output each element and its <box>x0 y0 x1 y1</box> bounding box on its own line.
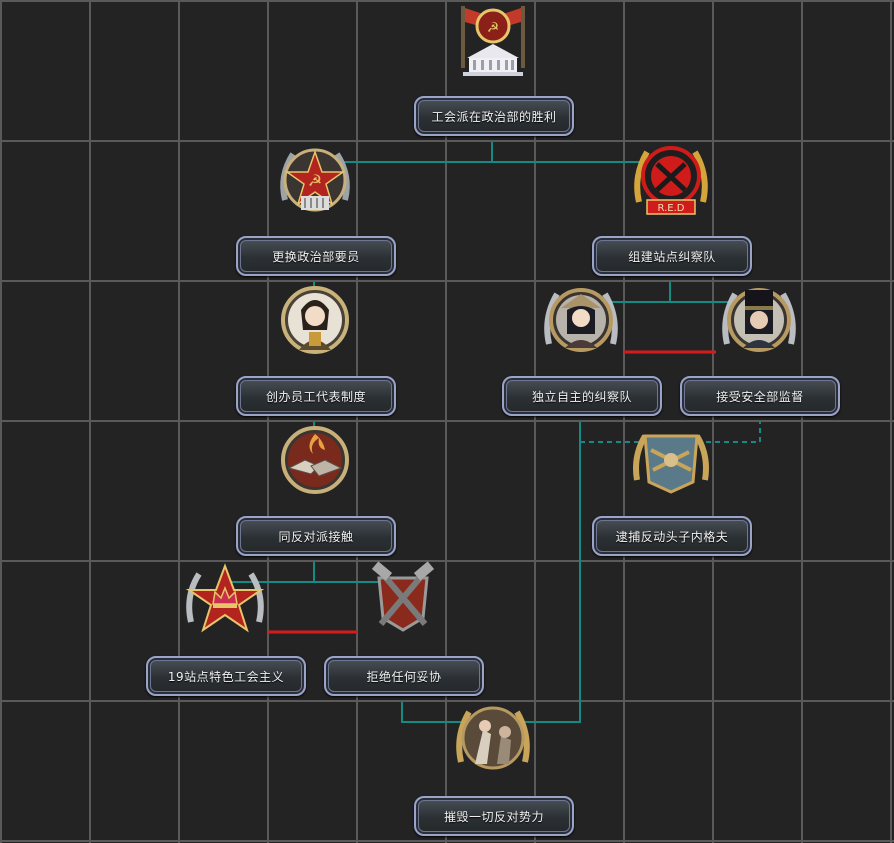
hammer-sickle-star-icon: ☭ <box>280 148 350 212</box>
patrol-girl-portrait-icon <box>544 288 618 352</box>
focus-arrest[interactable]: 逮捕反动头子内格夫 <box>592 420 752 556</box>
svg-text:R.E.D: R.E.D <box>658 203 685 214</box>
security-officer-portrait-icon <box>722 288 796 352</box>
focus-label-plate: 接受安全部监督 <box>680 376 840 416</box>
focus-label: 工会派在政治部的胜利 <box>431 109 557 124</box>
focus-label-plate: 拒绝任何妥协 <box>324 656 484 696</box>
connector-independent-destroy <box>492 422 581 723</box>
crowned-star-icon <box>185 563 265 633</box>
focus-contact[interactable]: 同反对派接触 <box>236 420 396 556</box>
handshake-icon <box>281 426 349 494</box>
focus-label: 独立自主的纠察队 <box>531 389 632 404</box>
focus-replace[interactable]: ☭ 更换政治部要员 <box>236 140 396 276</box>
focus-destroy[interactable]: 摧毁一切反对势力 <box>414 700 574 836</box>
focus-label-plate: 组建站点纠察队 <box>592 236 752 276</box>
focus-label-plate: 同反对派接触 <box>236 516 396 556</box>
focus-independent[interactable]: 独立自主的纠察队 <box>502 280 662 416</box>
focus-label: 创办员工代表制度 <box>265 389 366 404</box>
battle-scene-icon <box>456 706 530 770</box>
connector-contact-children <box>225 562 403 600</box>
captured-enemy-icon <box>633 434 709 494</box>
focus-security[interactable]: 接受安全部监督 <box>680 280 840 416</box>
focus-label-plate: 创办员工代表制度 <box>236 376 396 416</box>
svg-text:☭: ☭ <box>487 20 500 36</box>
focus-label-plate: 19站点特色工会主义 <box>146 656 306 696</box>
focus-label-plate: 摧毁一切反对势力 <box>414 796 574 836</box>
focus-victory[interactable]: ☭ 工会派在政治部的胜利 <box>414 0 574 136</box>
focus-founder[interactable]: 创办员工代表制度 <box>236 280 396 416</box>
focus-label: 更换政治部要员 <box>272 249 360 264</box>
focus-label: 摧毁一切反对势力 <box>443 809 544 824</box>
focus-label-plate: 逮捕反动头子内格夫 <box>592 516 752 556</box>
crossed-hammers-icon <box>371 561 435 632</box>
worker-girl-portrait-icon <box>281 286 349 354</box>
focus-label: 组建站点纠察队 <box>628 249 716 264</box>
focus-label-plate: 更换政治部要员 <box>236 236 396 276</box>
focus-refuse[interactable]: 拒绝任何妥协 <box>324 560 484 696</box>
focus-label: 接受安全部监督 <box>716 389 804 404</box>
white-house-icon: ☭ <box>461 6 525 76</box>
focus-label: 19站点特色工会主义 <box>167 669 285 684</box>
red-patrol-icon: R.E.D <box>634 146 708 215</box>
svg-text:☭: ☭ <box>308 171 322 190</box>
focus-label: 逮捕反动头子内格夫 <box>615 529 729 544</box>
focus-label-plate: 独立自主的纠察队 <box>502 376 662 416</box>
focus-label: 拒绝任何妥协 <box>366 669 442 684</box>
focus-label-plate: 工会派在政治部的胜利 <box>414 96 574 136</box>
connector-victory-children <box>313 142 671 180</box>
connector-patrol-children <box>579 282 759 320</box>
focus-patrol[interactable]: R.E.D 组建站点纠察队 <box>592 140 752 276</box>
focus-unionism[interactable]: 19站点特色工会主义 <box>146 560 306 696</box>
focus-label: 同反对派接触 <box>278 529 354 544</box>
